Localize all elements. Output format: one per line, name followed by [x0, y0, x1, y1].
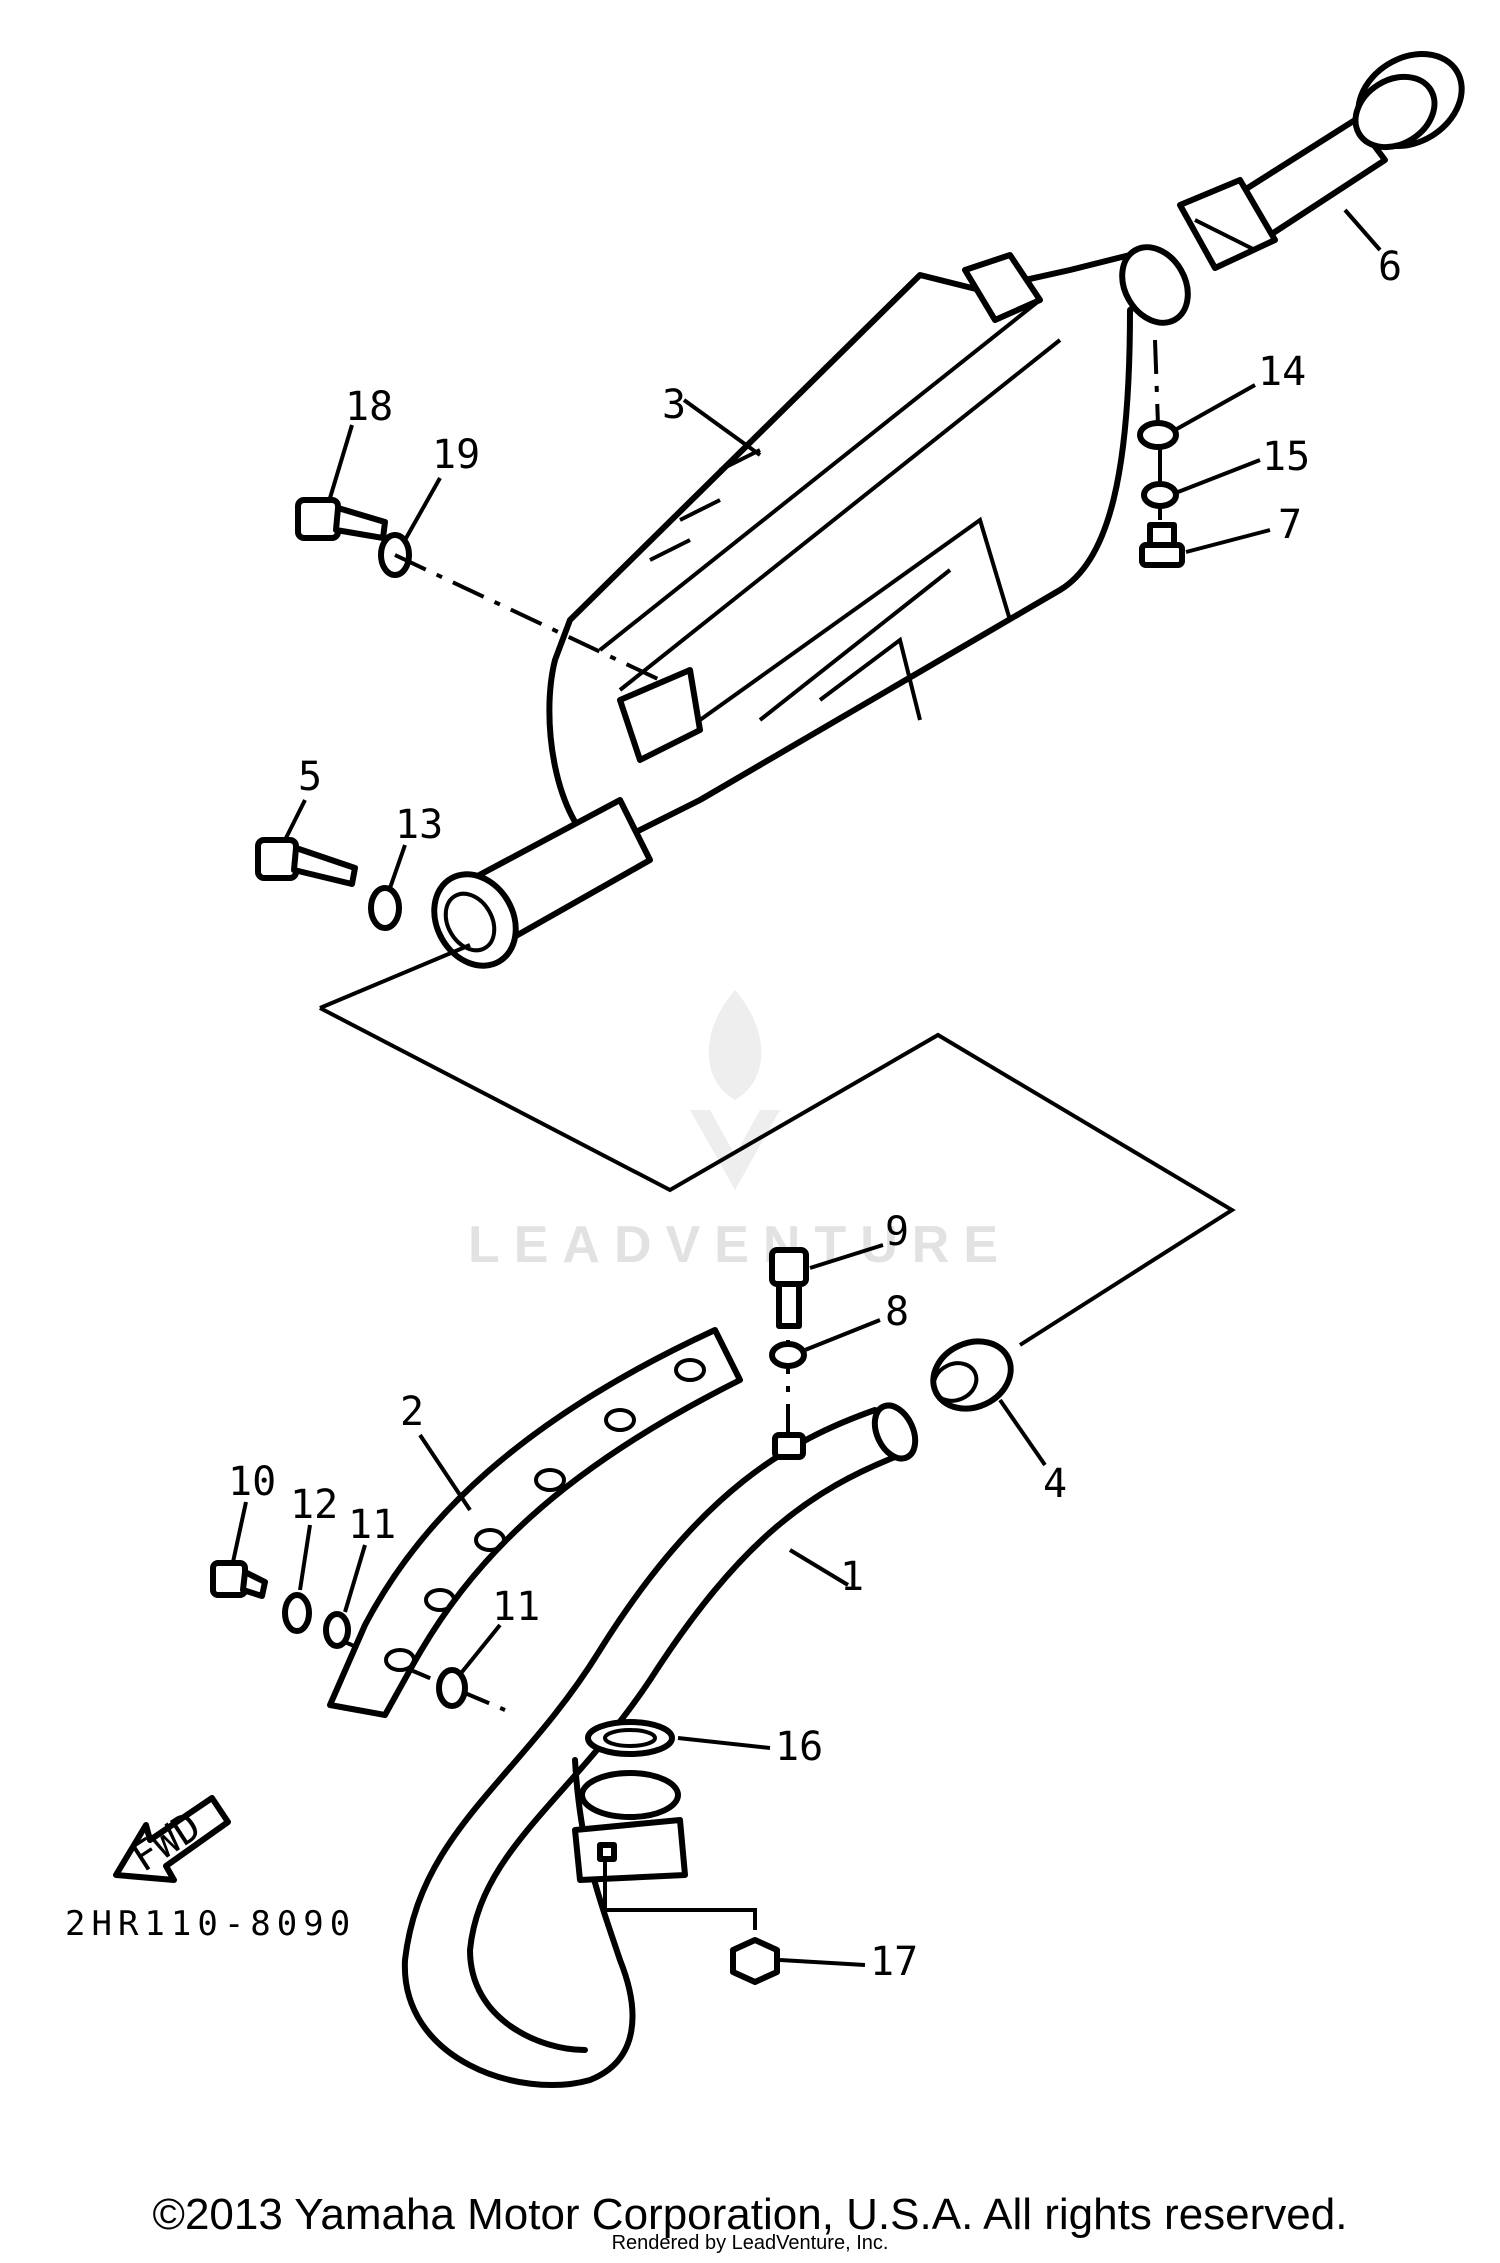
part-16-gasket [585, 1719, 675, 1757]
assembly-line-upper [319, 943, 471, 1010]
exhaust-flange [572, 1770, 688, 1883]
part-13-washer [368, 885, 402, 931]
forward-direction-arrow: FWD [113, 1795, 231, 1883]
callout-11-upper: 11 [348, 1502, 396, 1548]
part-7-screw [1139, 522, 1185, 568]
callout-10: 10 [228, 1459, 276, 1505]
callout-9: 9 [885, 1209, 909, 1255]
callout-12: 12 [290, 1482, 338, 1528]
callout-8: 8 [885, 1289, 909, 1335]
part-3-muffler [431, 244, 1191, 969]
part-14-washer [1137, 420, 1179, 450]
callout-4: 4 [1043, 1461, 1067, 1507]
part-8-washer [769, 1341, 807, 1369]
callout-2: 2 [400, 1389, 424, 1435]
rendered-by-notice: Rendered by LeadVenture, Inc. [611, 2232, 889, 2254]
part-5-bolt [255, 837, 358, 887]
assembly-line-lower [319, 1006, 1236, 1347]
part-11-collar-lower [436, 1667, 468, 1709]
leadventure-watermark: LEADVENTURE [468, 990, 1012, 1274]
callout-11-lower: 11 [492, 1584, 540, 1630]
callout-16: 16 [775, 1724, 823, 1770]
copyright-notice: ©2013 Yamaha Motor Corporation, U.S.A. A… [152, 2190, 1348, 2239]
part-18-bolt [295, 497, 388, 541]
callout-15: 15 [1262, 434, 1310, 480]
part-10-bolt [210, 1560, 268, 1599]
callout-17: 17 [870, 1939, 918, 1985]
callout-numbers: 6 3 14 15 7 18 19 5 13 9 8 4 1 2 10 12 1… [228, 244, 1402, 1985]
part-4-gasket [930, 1338, 1014, 1412]
callout-1: 1 [840, 1554, 864, 1600]
part-17-nut [730, 1937, 780, 1985]
callout-leaders [231, 208, 1382, 1967]
part-9-bolt [769, 1247, 809, 1329]
drawing-code: 2HR110-8090 [65, 1904, 356, 1944]
part-2-heat-shield [327, 1327, 743, 1718]
part-1-exhaust-pipe [401, 1402, 919, 2088]
part-12-washer [282, 1592, 312, 1634]
part-15-washer [1141, 481, 1179, 509]
callout-7: 7 [1278, 502, 1302, 548]
callout-19: 19 [432, 432, 480, 478]
part-6-tail-pipe [1177, 50, 1465, 271]
callout-5: 5 [298, 754, 322, 800]
part-11-collar-upper [323, 1611, 351, 1649]
flange-stud-line [603, 1858, 757, 1930]
callout-18: 18 [345, 384, 393, 430]
callout-14: 14 [1258, 349, 1306, 395]
watermark-text: LEADVENTURE [468, 1216, 1012, 1274]
alignment-line-19 [394, 553, 661, 682]
callout-3: 3 [662, 382, 686, 428]
callout-6: 6 [1378, 244, 1402, 290]
alignment-line-14 [1153, 339, 1160, 426]
callout-13: 13 [395, 802, 443, 848]
